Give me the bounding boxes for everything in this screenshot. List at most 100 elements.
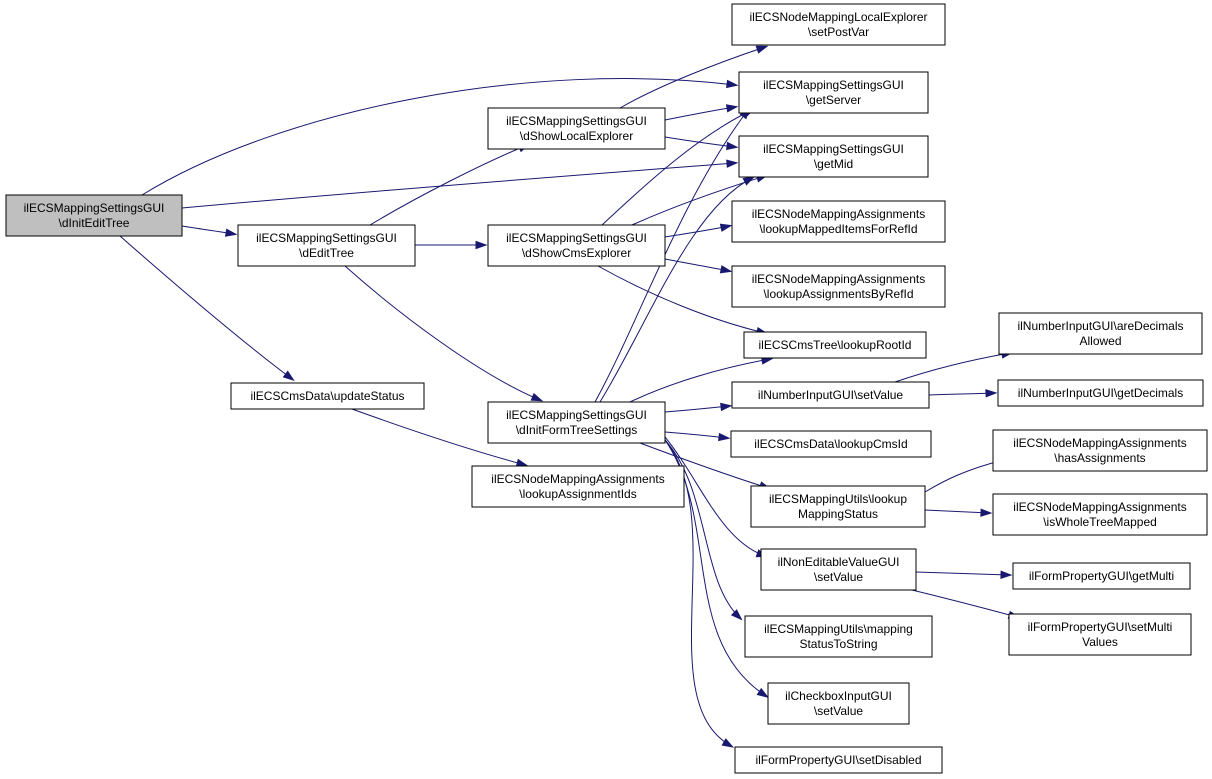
graph-node-lookupCmsId[interactable]: ilECSCmsData\lookupCmsId [730, 430, 932, 458]
edge-line [181, 162, 736, 209]
node-label-line: ilECSMappingSettingsGUI [256, 231, 397, 245]
node-label-line: ilECSMappingUtils\lookup [769, 492, 907, 506]
edge-line [344, 265, 541, 401]
edge-line [664, 439, 741, 619]
node-label-line: \getServer [806, 93, 861, 107]
arrowhead-icon [726, 159, 739, 168]
arrowhead-icon [721, 738, 735, 748]
node-label-line: \setValue [814, 570, 863, 584]
graph-node-lookupAssignmentIds[interactable]: ilECSNodeMappingAssignments\lookupAssign… [471, 465, 685, 508]
graph-node-lookupMappedItemsForRefId[interactable]: ilECSNodeMappingAssignments\lookupMapped… [731, 200, 946, 243]
node-label-line: ilECSMappingSettingsGUI [763, 78, 904, 92]
node-label-line: ilECSNodeMappingAssignments [752, 272, 925, 286]
edge-line [369, 144, 528, 226]
node-label-line: ilECSMappingSettingsGUI [763, 142, 904, 156]
edge-line [894, 352, 1011, 383]
node-label-line: \setPostVar [808, 25, 869, 39]
arrowhead-icon [1000, 570, 1013, 579]
graph-node-lookupAssignmentsByRefId[interactable]: ilECSNodeMappingAssignments\lookupAssign… [731, 265, 946, 308]
graph-node-initFormTreeSettings[interactable]: ilECSMappingSettingsGUI\dInitFormTreeSet… [487, 401, 666, 444]
edge-showLocalExplorer-to-setPostVar [619, 45, 769, 109]
graph-node-updateStatus[interactable]: ilECSCmsData\updateStatus [230, 382, 425, 410]
node-label-line: \dInitFormTreeSettings [516, 423, 638, 437]
edge-line [141, 78, 736, 196]
edge-line [601, 109, 753, 226]
arrowhead-icon [756, 687, 769, 698]
node-box [743, 331, 927, 359]
node-label-line: ilFormPropertyGUI\setMulti [1028, 620, 1173, 634]
node-box [760, 548, 917, 591]
graph-node-nonEditSetValue[interactable]: ilNonEditableValueGUI\setValue [760, 548, 917, 591]
node-label-line: \getMid [814, 157, 853, 171]
node-box [992, 429, 1208, 472]
edge-line [639, 442, 769, 489]
graph-node-showCmsExplorer[interactable]: ilECSMappingSettingsGUI\dShowCmsExplorer [487, 224, 666, 267]
edge-line [664, 405, 730, 413]
graph-node-getDecimals[interactable]: ilNumberInputGUI\getDecimals [997, 379, 1204, 407]
node-label-line: \dInitEditTree [59, 216, 130, 230]
node-box [998, 312, 1203, 355]
graph-node-hasAssignments[interactable]: ilECSNodeMappingAssignments\hasAssignmen… [992, 429, 1208, 472]
node-label-line: \lookupAssignmentIds [519, 487, 636, 501]
edge-editTree-to-showLocalExplorer [369, 143, 531, 226]
arrowhead-icon [282, 370, 295, 382]
graph-node-showLocalExplorer[interactable]: ilECSMappingSettingsGUI\dShowLocalExplor… [487, 107, 666, 150]
arrowhead-icon [755, 45, 769, 54]
edge-showCmsExplorer-to-lookupAssignmentsByRefId [664, 258, 733, 274]
edges-layer [119, 45, 1021, 748]
edge-showLocalExplorer-to-getServer [664, 104, 739, 121]
graph-node-getServer[interactable]: ilECSMappingSettingsGUI\getServer [738, 71, 929, 114]
node-label-line: ilNumberInputGUI\areDecimals [1017, 319, 1183, 333]
node-box [731, 381, 930, 409]
graph-node-lookupRootId[interactable]: ilECSCmsTree\lookupRootId [743, 331, 927, 359]
node-box [731, 3, 946, 46]
edge-root-to-editTree [181, 225, 238, 237]
edge-initFormTreeSettings-to-mappingStatusToString [664, 439, 743, 621]
graph-node-getMid[interactable]: ilECSMappingSettingsGUI\getMid [738, 135, 929, 178]
node-box [731, 265, 946, 308]
edge-nonEditSetValue-to-setMultiValues [911, 589, 1021, 619]
node-label-line: ilECSCmsTree\lookupRootId [759, 338, 912, 352]
node-label-line: ilFormPropertyGUI\getMulti [1029, 569, 1174, 583]
node-label-line: ilECSMappingSettingsGUI [506, 408, 647, 422]
graph-node-editTree[interactable]: ilECSMappingSettingsGUI\dEditTree [237, 224, 416, 267]
node-box [487, 224, 666, 267]
edge-line [664, 106, 736, 121]
edge-initFormTreeSettings-to-numSetValue [664, 402, 733, 413]
edge-line [629, 358, 771, 403]
edge-numSetValue-to-getDecimals [928, 389, 998, 398]
edge-line [597, 265, 766, 334]
edge-line [664, 431, 728, 439]
graph-node-root[interactable]: ilECSMappingSettingsGUI\dInitEditTree [5, 194, 183, 237]
node-label-line: \dEditTree [299, 246, 354, 260]
node-label-line: ilECSNodeMappingAssignments [1013, 436, 1186, 450]
edge-line [664, 258, 730, 272]
node-box [750, 485, 926, 528]
graph-node-getMulti[interactable]: ilFormPropertyGUI\getMulti [1012, 562, 1191, 590]
graph-node-checkboxSetValue[interactable]: ilCheckboxInputGUI\setValue [767, 682, 910, 725]
node-box [730, 430, 932, 458]
arrowhead-icon [719, 265, 733, 274]
graph-node-setPostVar[interactable]: ilECSNodeMappingLocalExplorer\setPostVar [731, 3, 946, 46]
graph-node-numSetValue[interactable]: ilNumberInputGUI\setValue [731, 381, 930, 409]
node-box [738, 135, 929, 178]
node-box [1008, 613, 1192, 656]
arrowhead-icon [475, 240, 488, 250]
edge-line [119, 235, 293, 380]
graph-node-isWholeTreeMapped[interactable]: ilECSNodeMappingAssignments\isWholeTreeM… [992, 493, 1208, 536]
edge-root-to-getServer [141, 78, 739, 196]
node-label-line: \isWholeTreeMapped [1043, 515, 1157, 529]
graph-node-setDisabled[interactable]: ilFormPropertyGUI\setDisabled [734, 746, 943, 774]
node-box [767, 682, 910, 725]
arrowhead-icon [726, 79, 739, 89]
node-label-line: ilECSNodeMappingLocalExplorer [749, 10, 927, 24]
edge-line [911, 589, 1018, 618]
node-label-line: ilECSMappingSettingsGUI [506, 114, 647, 128]
edge-initFormTreeSettings-to-lookupCmsId [664, 431, 731, 442]
node-label-line: ilECSMappingUtils\mapping [764, 622, 913, 636]
node-label-line: ilECSMappingSettingsGUI [24, 201, 165, 215]
